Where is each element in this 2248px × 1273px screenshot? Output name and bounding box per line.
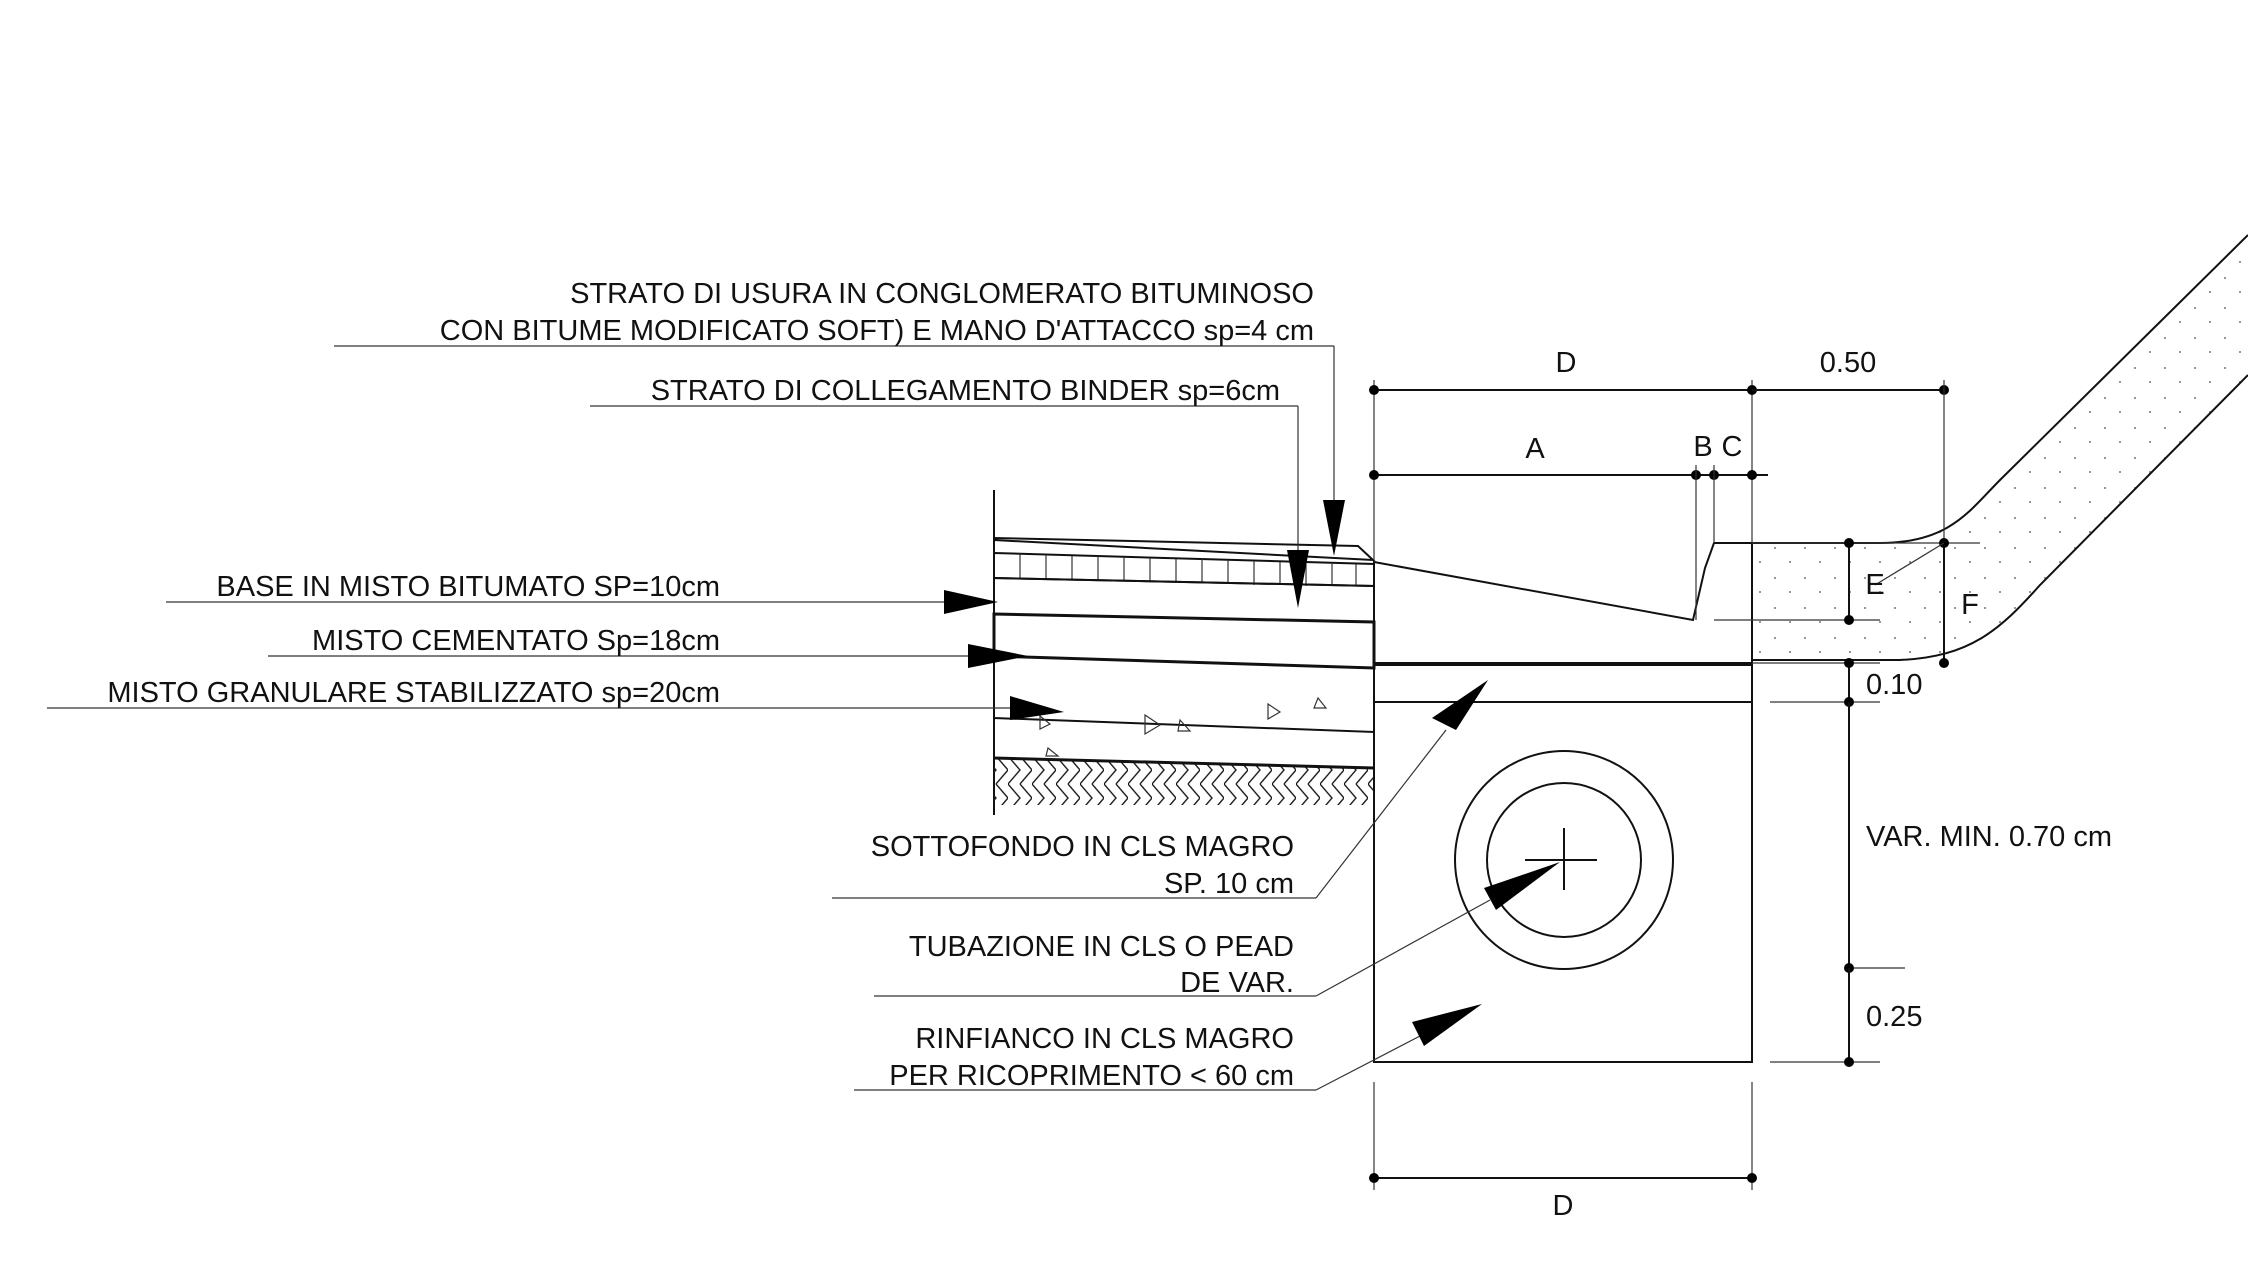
rinfianco-concrete	[1373, 701, 1753, 1063]
embankment	[1752, 234, 2248, 661]
label-usura-1: STRATO DI USURA IN CONGLOMERATO BITUMINO…	[570, 278, 1314, 310]
label-granulare: MISTO GRANULARE STABILIZZATO sp=20cm	[107, 677, 720, 709]
label-rinfianco-2: PER RICOPRIMENTO < 60 cm	[889, 1060, 1294, 1092]
label-tubazione-2: DE VAR.	[1180, 967, 1294, 999]
dim-a-label: A	[1525, 433, 1545, 465]
dim-base-label: 0.25	[1866, 1001, 1922, 1033]
embankment-fill	[1752, 235, 2248, 660]
label-sottofondo-2: SP. 10 cm	[1164, 868, 1294, 900]
pavement-layers	[992, 490, 1376, 815]
gutter-block	[1373, 542, 1753, 1063]
label-binder: STRATO DI COLLEGAMENTO BINDER sp=6cm	[651, 375, 1280, 407]
embankment-bottom-edge	[1752, 374, 2248, 661]
dimension-texts: D 0.50 A B C E F 0.10 VAR. MIN. 0.70 cm …	[1525, 347, 2112, 1222]
pipe-outer	[1454, 750, 1674, 970]
dim-offset-label: 0.50	[1820, 347, 1876, 379]
dim-b-label: B	[1693, 431, 1712, 463]
callout-texts: STRATO DI USURA IN CONGLOMERATO BITUMINO…	[107, 278, 1314, 1092]
misto-cementato-layer	[992, 612, 1376, 670]
label-usura-2: CON BITUME MODIFICATO SOFT) E MANO D'ATT…	[440, 315, 1314, 347]
subgrade-soil	[994, 758, 1374, 805]
gutter-concrete	[1373, 542, 1753, 664]
aggregate-marks	[1039, 696, 1328, 757]
sottofondo-layer	[1373, 664, 1753, 703]
label-sottofondo-1: SOTTOFONDO IN CLS MAGRO	[871, 831, 1294, 863]
dim-sottofondo-label: 0.10	[1866, 669, 1922, 701]
dim-variable-label: VAR. MIN. 0.70 cm	[1866, 821, 2112, 853]
dim-d-top-label: D	[1556, 347, 1577, 379]
usura-layer	[993, 536, 1376, 562]
dim-e-label: E	[1865, 569, 1884, 601]
label-base: BASE IN MISTO BITUMATO SP=10cm	[216, 571, 720, 603]
label-cementato: MISTO CEMENTATO Sp=18cm	[312, 625, 720, 657]
label-rinfianco-1: RINFIANCO IN CLS MAGRO	[915, 1023, 1294, 1055]
pipe-inner	[1486, 782, 1642, 938]
dimension-lines	[1369, 380, 1980, 1190]
dim-f-label: F	[1961, 589, 1979, 621]
dim-d-bottom-label: D	[1553, 1190, 1574, 1222]
subgrade-top-line	[993, 756, 1375, 770]
dim-c-label: C	[1722, 431, 1743, 463]
binder-blocks	[1019, 554, 1357, 586]
callouts	[47, 345, 1560, 1091]
label-tubazione-1: TUBAZIONE IN CLS O PEAD	[909, 931, 1294, 963]
